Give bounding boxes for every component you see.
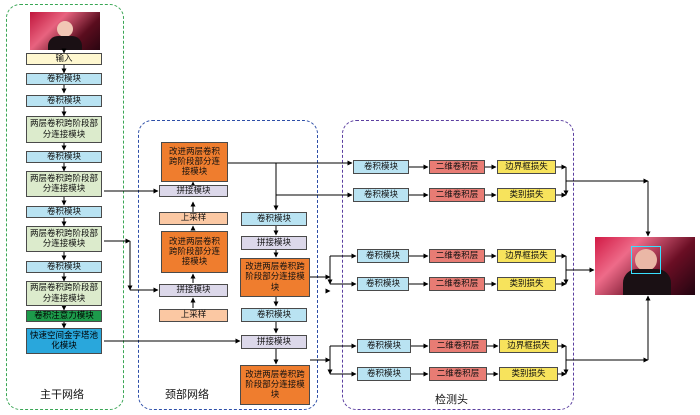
detection-box (631, 246, 661, 274)
output-image (595, 237, 695, 295)
head-bbox-loss-3: 边界框损失 (499, 339, 558, 353)
backbone-spp: 快速空间金字塔池化模块 (26, 328, 102, 354)
neck-concat-3: 拼接模块 (241, 335, 307, 349)
backbone-csp-2: 两层卷积跨阶段部分连接模块 (26, 171, 102, 197)
head-conv2d-1b: 二维卷积层 (429, 188, 485, 202)
head-bbox-loss-1: 边界框损失 (497, 160, 556, 174)
head-cls-loss-1: 类别损失 (497, 188, 556, 202)
neck-concat-top: 拼接模块 (159, 185, 228, 197)
head-conv2d-2b: 二维卷积层 (429, 277, 485, 291)
backbone-csp-1: 两层卷积跨阶段部分连接模块 (26, 116, 102, 143)
neck-label: 颈部网络 (165, 388, 209, 401)
head-conv2d-2a: 二维卷积层 (429, 249, 485, 263)
head-conv-2b: 卷积模块 (357, 277, 409, 291)
head-conv-3a: 卷积模块 (357, 339, 411, 353)
head-conv2d-3a: 二维卷积层 (429, 339, 487, 353)
backbone-conv-4: 卷积模块 (26, 206, 102, 218)
backbone-csp-3: 两层卷积跨阶段部分连接模块 (26, 226, 102, 252)
head-label: 检测头 (435, 393, 468, 406)
backbone-region (6, 4, 124, 410)
backbone-attention: 卷积注意力模块 (26, 310, 102, 322)
head-region (342, 120, 574, 410)
neck-csp2-mid-left: 改进两层卷积跨阶段部分连接模块 (161, 231, 228, 273)
head-cls-loss-2: 类别损失 (497, 277, 556, 291)
head-conv-1a: 卷积模块 (353, 160, 409, 174)
head-bbox-loss-2: 边界框损失 (497, 249, 556, 263)
person-silhouette (635, 249, 657, 271)
backbone-label: 主干网络 (40, 388, 84, 401)
backbone-conv-2: 卷积模块 (26, 95, 102, 107)
neck-conv-2: 卷积模块 (241, 308, 307, 322)
head-conv-2a: 卷积模块 (357, 249, 409, 263)
head-cls-loss-3: 类别损失 (499, 367, 558, 381)
head-conv-1b: 卷积模块 (353, 188, 409, 202)
input-image (30, 12, 100, 50)
head-conv2d-3b: 二维卷积层 (429, 367, 487, 381)
neck-concat-2: 拼接模块 (241, 236, 307, 250)
backbone-input: 输入 (26, 53, 102, 65)
neck-upsample-bottom: 上采样 (159, 309, 228, 322)
neck-concat-mid-left: 拼接模块 (159, 284, 228, 297)
backbone-conv-5: 卷积模块 (26, 261, 102, 273)
neck-csp2-top: 改进两层卷积跨阶段部分连接模块 (161, 142, 228, 182)
backbone-csp-4: 两层卷积跨阶段部分连接模块 (26, 281, 102, 306)
neck-csp2-bottom: 改进两层卷积跨阶段部分连接模块 (240, 365, 310, 405)
neck-region (138, 120, 318, 410)
head-conv-3b: 卷积模块 (357, 367, 411, 381)
backbone-conv-1: 卷积模块 (26, 73, 102, 85)
head-conv2d-1a: 二维卷积层 (429, 160, 485, 174)
neck-upsample-top: 上采样 (159, 212, 228, 225)
backbone-conv-3: 卷积模块 (26, 151, 102, 163)
neck-csp2-mid-right: 改进两层卷积跨阶段部分连接模块 (240, 258, 310, 297)
person-body (48, 36, 82, 50)
neck-conv-1: 卷积模块 (241, 212, 307, 226)
person-silhouette (57, 21, 73, 37)
